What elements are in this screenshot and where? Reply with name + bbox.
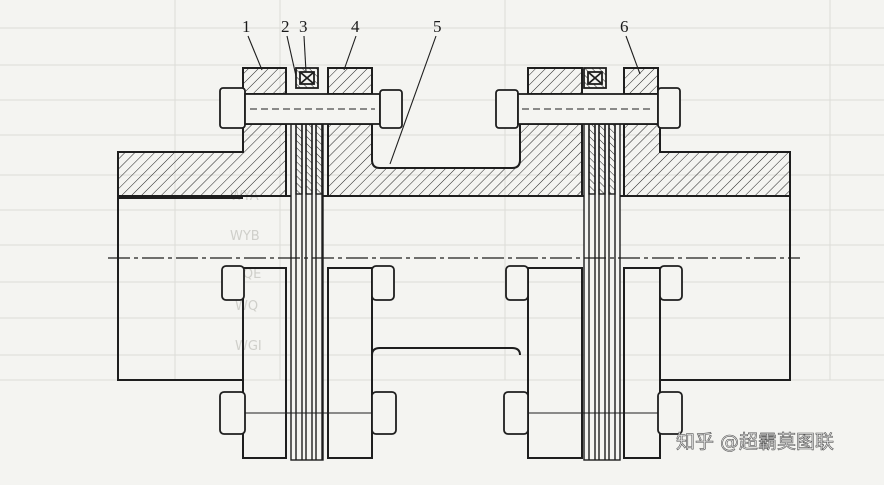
part-label-3: 3	[299, 17, 308, 36]
hub-body	[117, 67, 791, 459]
background-table-codes: WYA WYB WQE WQ WGI	[230, 189, 262, 354]
leader-lines	[247, 35, 641, 165]
bg-code-1: WYB	[230, 229, 260, 244]
bg-code-3: WQ	[235, 299, 258, 314]
bg-code-4: WGI	[235, 339, 262, 354]
part-labels: 1 2 3 4 5 6	[242, 17, 629, 36]
part-label-2: 2	[281, 17, 290, 36]
part-label-1: 1	[242, 17, 251, 36]
part-label-4: 4	[351, 17, 360, 36]
bolt-top-right	[495, 67, 681, 129]
part-label-6: 6	[620, 17, 629, 36]
bolt-top-left	[219, 67, 403, 129]
nuts-middle	[221, 265, 683, 301]
disc-pack-right	[583, 123, 621, 461]
disc-pack-left	[290, 123, 324, 461]
watermark-text: 知乎 @超霸莫图联	[676, 431, 834, 453]
part-label-5: 5	[433, 17, 442, 36]
nuts-bottom	[219, 391, 683, 435]
